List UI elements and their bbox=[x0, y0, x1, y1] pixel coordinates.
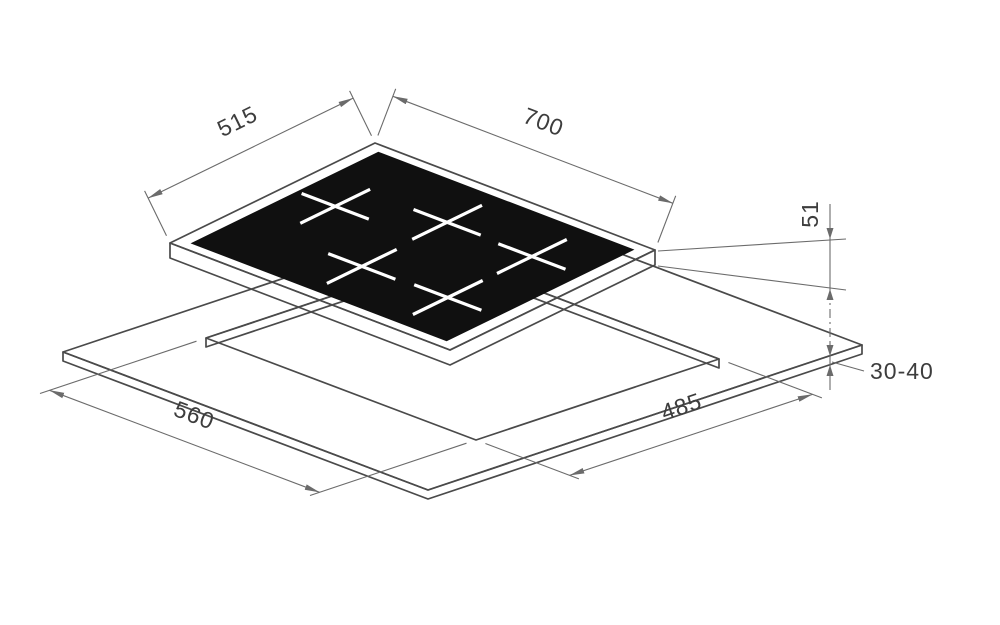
dim-thickness-leader bbox=[831, 361, 865, 372]
dim-485-label: 485 bbox=[658, 388, 705, 426]
dim-51-arrow-bottom bbox=[826, 289, 834, 300]
hob-body bbox=[169, 142, 656, 366]
dim-700-extension-left bbox=[377, 88, 397, 136]
dim-485-extension-right bbox=[728, 361, 823, 399]
dim-51-leader-top bbox=[657, 238, 847, 252]
burner-cross-3 bbox=[496, 238, 568, 275]
dim-thickness-arrow-top bbox=[826, 345, 834, 356]
burner-marks bbox=[299, 187, 568, 316]
dim-485-extension-left bbox=[485, 442, 580, 480]
dim-hob-height: 51 bbox=[657, 200, 847, 390]
dim-515-label: 515 bbox=[213, 100, 262, 142]
burner-cross-4 bbox=[326, 247, 398, 285]
dim-560-extension-right bbox=[309, 442, 467, 497]
burner-cross-2 bbox=[411, 203, 483, 241]
hob-glass-surface bbox=[190, 151, 635, 342]
dim-51-arrow-top bbox=[826, 228, 834, 239]
dim-51-label: 51 bbox=[797, 200, 823, 228]
hob-top-rim bbox=[169, 142, 656, 351]
dim-515-line bbox=[147, 97, 354, 199]
dim-560-line bbox=[49, 389, 320, 493]
dim-515-extension-right bbox=[349, 90, 372, 137]
dim-cutout-width: 560 bbox=[39, 340, 467, 497]
dim-700-label: 700 bbox=[520, 102, 568, 141]
dim-51-leader-bottom bbox=[657, 265, 847, 291]
dim-thickness-label: 30-40 bbox=[870, 358, 934, 384]
dim-560-label: 560 bbox=[170, 396, 218, 435]
burner-cross-5 bbox=[412, 279, 484, 316]
dim-700-line bbox=[392, 95, 674, 204]
dim-thickness-arrow-bottom bbox=[826, 365, 834, 376]
dim-485-line bbox=[569, 393, 813, 476]
dim-worktop-thickness: 30-40 bbox=[826, 345, 934, 384]
dim-560-extension-left bbox=[39, 340, 197, 395]
